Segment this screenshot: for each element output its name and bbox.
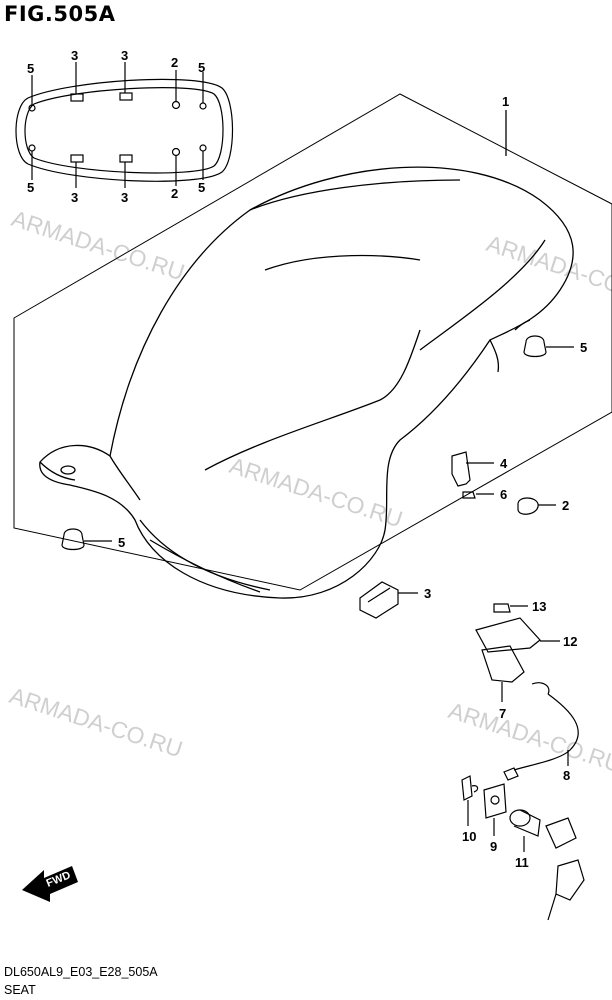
callout-nut-latch[interactable]: 13 xyxy=(532,599,546,614)
callout-spacer-top-b[interactable]: 3 xyxy=(121,48,128,63)
callout-spacer-top-a[interactable]: 3 xyxy=(71,48,78,63)
seat-underside-view xyxy=(15,62,234,188)
callout-clip[interactable]: 10 xyxy=(462,829,476,844)
watermarks: ARMADA-CO.RU ARMADA-CO.RU ARMADA-CO.RU A… xyxy=(6,205,612,777)
watermark-3: ARMADA-CO.RU xyxy=(226,452,405,532)
callout-latch-bracket[interactable]: 12 xyxy=(563,634,577,649)
figure-name: SEAT xyxy=(4,983,36,997)
latch-assembly-part xyxy=(475,603,579,781)
callout-spacer-bottom-b[interactable]: 3 xyxy=(121,190,128,205)
callout-cushion-side[interactable]: 2 xyxy=(562,498,569,513)
watermark-1: ARMADA-CO.RU xyxy=(8,205,187,285)
callout-seat-assy[interactable]: 1 xyxy=(502,94,509,109)
callout-bumper-left[interactable]: 5 xyxy=(118,535,125,550)
spacer-side-part xyxy=(359,581,418,619)
callout-cable[interactable]: 8 xyxy=(563,768,570,783)
callout-spacer-bottom-a[interactable]: 3 xyxy=(71,190,78,205)
lock-parts xyxy=(461,775,585,921)
callout-bracket[interactable]: 4 xyxy=(500,456,508,471)
bracket-part xyxy=(451,451,494,499)
watermark-4: ARMADA-CO.RU xyxy=(6,682,185,762)
callout-nut-small[interactable]: 6 xyxy=(500,487,507,502)
bumper-left-part xyxy=(61,528,112,551)
watermark-5: ARMADA-CO.RU xyxy=(445,697,612,777)
watermark-2: ARMADA-CO.RU xyxy=(483,230,612,310)
figure-title: FIG.505A xyxy=(4,2,116,26)
callout-bumper-right[interactable]: 5 xyxy=(580,340,587,355)
callout-bumper-top-b[interactable]: 5 xyxy=(198,60,205,75)
cushion-side-part xyxy=(517,497,556,515)
callout-latch[interactable]: 7 xyxy=(499,706,506,721)
callout-bumper-bottom-b[interactable]: 5 xyxy=(198,180,205,195)
bumper-right-part xyxy=(523,335,574,358)
callout-spacer-side[interactable]: 3 xyxy=(424,586,431,601)
assembly-outline xyxy=(13,93,612,591)
callout-cushion-bottom[interactable]: 2 xyxy=(171,186,178,201)
callout-bumper-bottom-a[interactable]: 5 xyxy=(27,180,34,195)
callout-cushion-top[interactable]: 2 xyxy=(171,55,178,70)
callout-lock-plate[interactable]: 9 xyxy=(490,839,497,854)
callout-lock-cylinder[interactable]: 11 xyxy=(515,855,529,870)
figure-code: DL650AL9_E03_E28_505A xyxy=(4,965,158,979)
seat-drawing xyxy=(39,110,574,599)
fwd-arrow-icon: FWD xyxy=(22,866,78,902)
callout-bumper-top-a[interactable]: 5 xyxy=(27,61,34,76)
